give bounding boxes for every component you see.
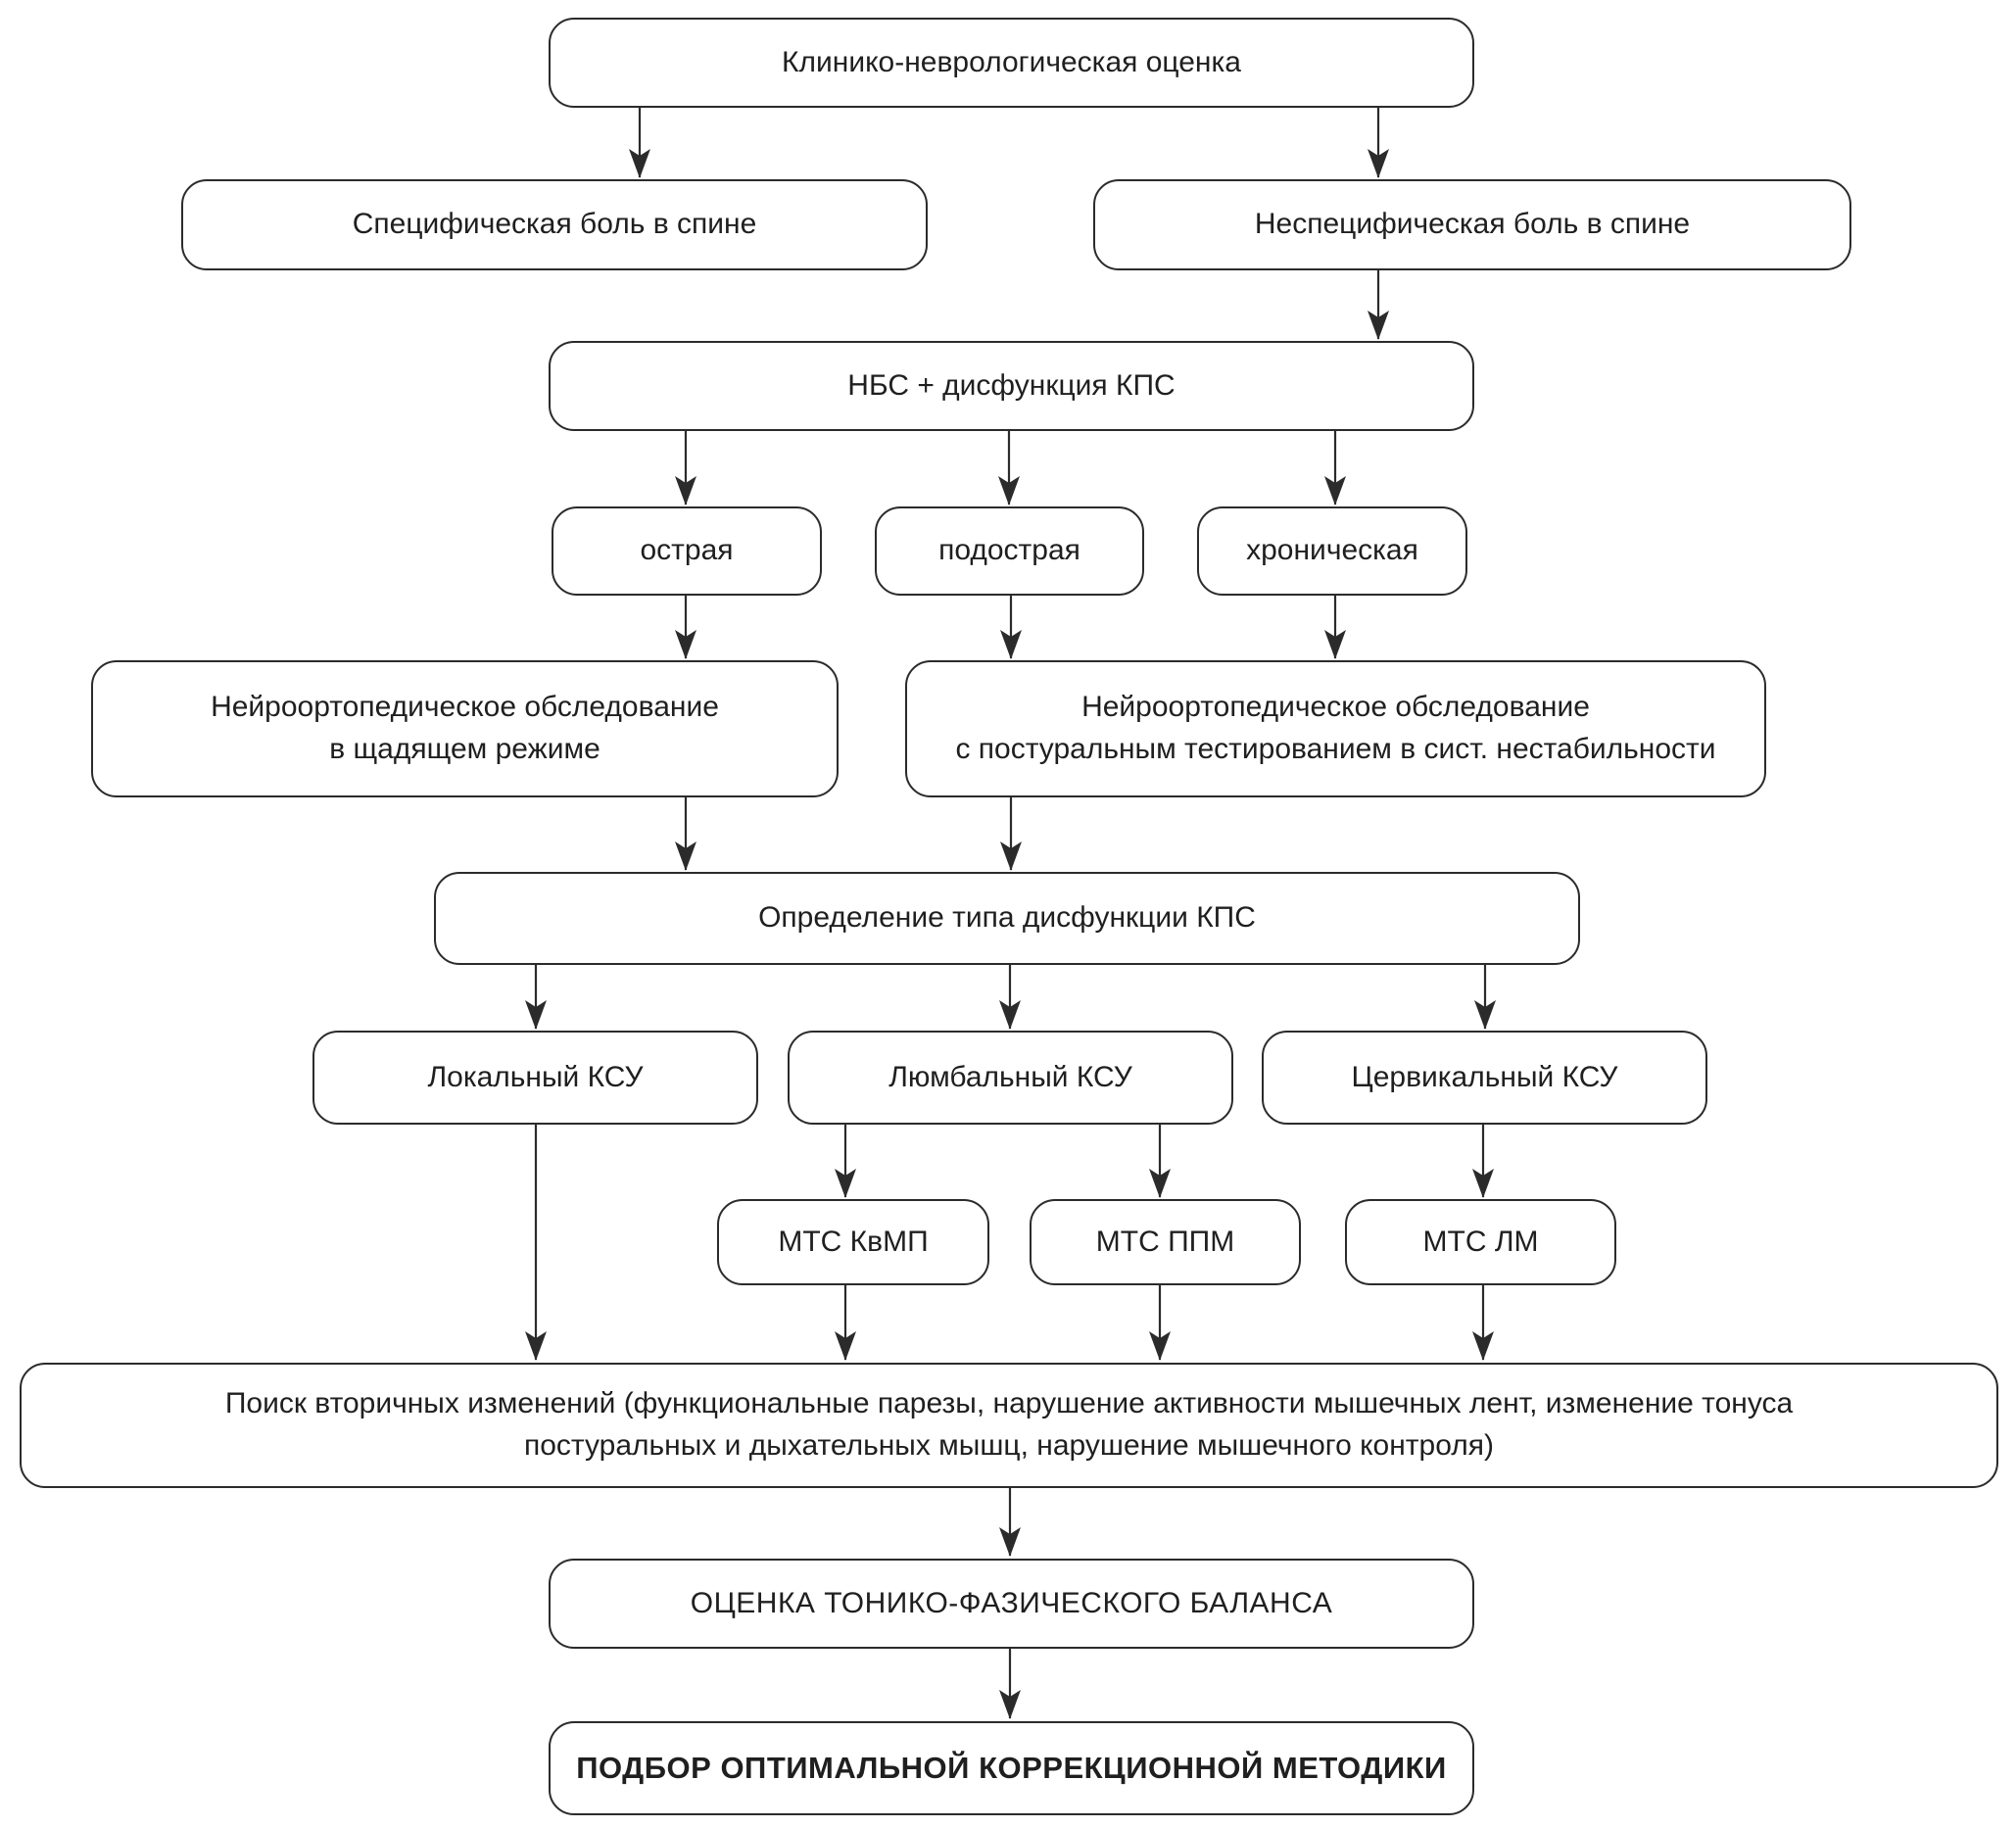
node-subacute: подострая — [875, 506, 1144, 596]
node-neuro-exam-gentle: Нейроортопедическое обследование в щадящ… — [91, 660, 839, 797]
node-lumbar-ksu: Люмбальный КСУ — [788, 1031, 1233, 1125]
node-nbs-kps-dysfunction: НБС + дисфункция КПС — [549, 341, 1474, 431]
node-specific-back-pain: Специфическая боль в спине — [181, 179, 928, 270]
node-neuro-exam-postural: Нейроортопедическое обследование с посту… — [905, 660, 1766, 797]
node-acute: острая — [552, 506, 822, 596]
node-chronic: хроническая — [1197, 506, 1467, 596]
node-clinical-assessment: Клинико-неврологическая оценка — [549, 18, 1474, 108]
node-secondary-changes: Поиск вторичных изменений (функциональны… — [20, 1363, 1998, 1488]
node-optimal-method: ПОДБОР ОПТИМАЛЬНОЙ КОРРЕКЦИОННОЙ МЕТОДИК… — [549, 1721, 1474, 1815]
node-nonspecific-back-pain: Неспецифическая боль в спине — [1093, 179, 1851, 270]
node-dysfunction-type: Определение типа дисфункции КПС — [434, 872, 1580, 965]
node-mts-kvmp: МТС КвМП — [717, 1199, 989, 1285]
node-tonic-phasic-balance: ОЦЕНКА ТОНИКО-ФАЗИЧЕСКОГО БАЛАНСА — [549, 1559, 1474, 1649]
node-local-ksu: Локальный КСУ — [312, 1031, 758, 1125]
node-mts-ppm: МТС ППМ — [1030, 1199, 1301, 1285]
node-mts-lm: МТС ЛМ — [1345, 1199, 1616, 1285]
node-cervical-ksu: Цервикальный КСУ — [1262, 1031, 1707, 1125]
